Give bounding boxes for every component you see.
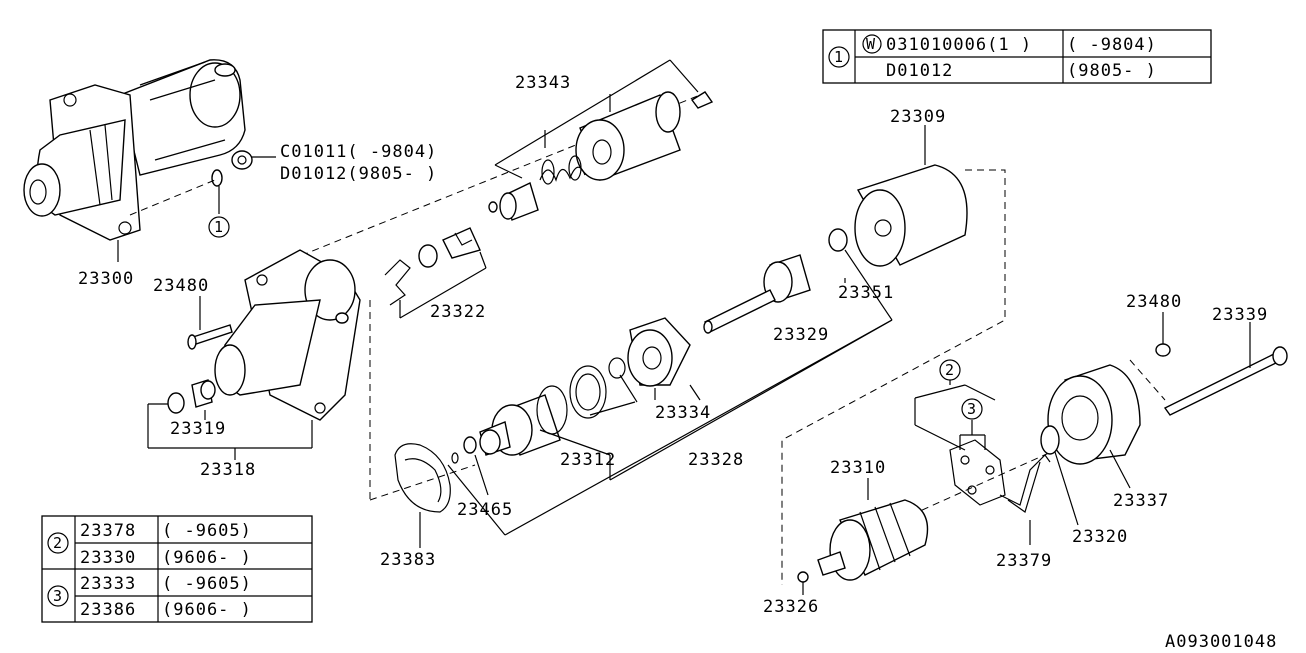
callout-23322: 23322: [430, 302, 486, 322]
table-bottom-range: ( -9605): [162, 521, 252, 541]
bolt-left: [187, 296, 233, 350]
callout-23329: 23329: [773, 325, 829, 345]
bushing-parts: [147, 379, 313, 460]
table-bottom-part: 23333: [80, 574, 136, 594]
callout-23300: 23300: [78, 269, 134, 289]
ref-marker-1: 1: [214, 218, 223, 236]
front-housing-drawing: [214, 249, 361, 421]
callout-23320: 23320: [1072, 527, 1128, 547]
callout-23480-right: 23480: [1126, 292, 1182, 312]
reference-table-bottom: 2 3 23378 ( -9605) 23330 (9606- ) 23333 …: [41, 515, 313, 623]
callout-23319: 23319: [170, 419, 226, 439]
table-top-part-2: D01012: [886, 61, 953, 81]
bolt-right: [1155, 312, 1288, 416]
ref-marker-1-circle: [828, 46, 850, 68]
callout-23339: 23339: [1212, 305, 1268, 325]
table-bottom-part: 23378: [80, 521, 136, 541]
table-bottom-range: ( -9605): [162, 574, 252, 594]
stopper-drawing: [394, 443, 451, 548]
callout-23343: 23343: [515, 73, 571, 93]
nut-and-washer: 1 C01011( -9804) D01012(9805- ): [208, 142, 437, 238]
callout-23334: 23334: [655, 403, 711, 423]
callout-23312: 23312: [560, 450, 616, 470]
callout-23383: 23383: [380, 550, 436, 570]
washer-symbol-circle: [862, 34, 882, 54]
washer-symbol: W: [866, 35, 876, 53]
nut-note-line-1: C01011( -9804): [280, 142, 437, 162]
callout-23465: 23465: [457, 500, 513, 520]
table-bottom-range: (9606- ): [162, 548, 252, 568]
brush-holder-drawing: 2 3: [914, 359, 1051, 545]
callout-23310: 23310: [830, 458, 886, 478]
table-top-part-1: 031010006(1 ): [886, 35, 1032, 55]
ref-marker-3: 3: [967, 400, 976, 418]
gear-shaft-drawing: [609, 228, 893, 481]
callout-23318: 23318: [200, 460, 256, 480]
callout-23328: 23328: [688, 450, 744, 470]
table-bottom-part: 23330: [80, 548, 136, 568]
callout-23480-left: 23480: [153, 276, 209, 296]
diagram-id: A093001048: [1165, 632, 1277, 652]
table-bottom-marker-3: 3: [53, 587, 62, 605]
table-bottom-part: 23386: [80, 600, 136, 620]
drive-lever-parts: [384, 227, 487, 319]
pinion-clutch-drawing: [479, 365, 636, 480]
yoke-drawing: [854, 125, 968, 267]
callout-23337: 23337: [1113, 491, 1169, 511]
starter-assembly-drawing: [23, 59, 246, 262]
ref-marker-2: 2: [945, 361, 954, 379]
table-top-marker: 1: [834, 48, 843, 66]
table-top-range-1: ( -9804): [1067, 35, 1157, 55]
table-bottom-range: (9606- ): [162, 600, 252, 620]
armature-drawing: [797, 478, 929, 595]
table-top-range-2: (9805- ): [1067, 61, 1157, 81]
snap-ring-drawing: [447, 319, 893, 536]
reference-table-top: 1 W 031010006(1 ) ( -9804) D01012 (9805-…: [822, 29, 1212, 84]
table-bottom-marker-2: 2: [53, 534, 62, 552]
gear-housing-drawing: [608, 317, 701, 403]
callout-23379: 23379: [996, 551, 1052, 571]
nut-note-line-2: D01012(9805- ): [280, 164, 437, 184]
callout-23309: 23309: [890, 107, 946, 127]
rear-cover-drawing: [1040, 364, 1141, 526]
callout-labels: 23300 23343 23309 23480 23322 23351 2332…: [78, 73, 1277, 652]
solenoid-drawing: [488, 59, 714, 221]
callout-23351: 23351: [838, 283, 894, 303]
callout-23326: 23326: [763, 597, 819, 617]
